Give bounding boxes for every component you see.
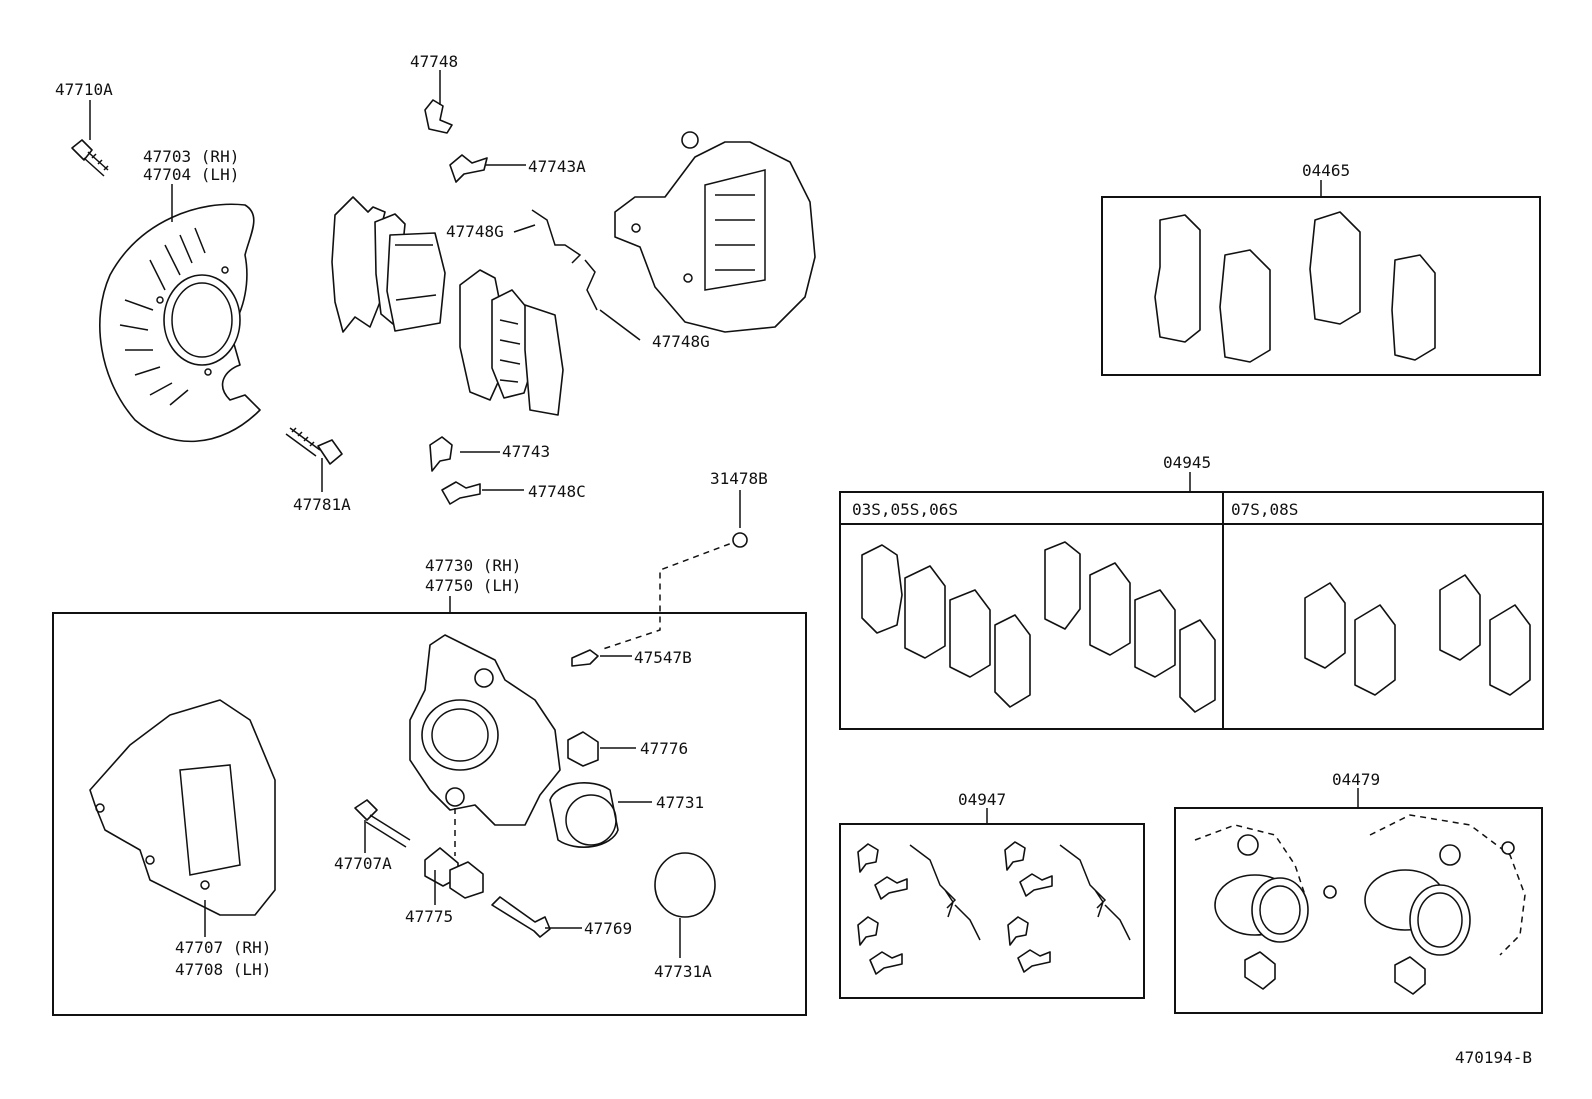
kit-04947-box [839, 823, 1145, 999]
clips-bottom [429, 436, 481, 505]
label-47775: 47775 [405, 907, 453, 926]
diagram-id: 470194-B [1455, 1048, 1532, 1067]
label-47743A: 47743A [528, 157, 586, 176]
caliper-body [409, 634, 561, 826]
bolt-47710A [71, 139, 109, 177]
bushing-47776 [567, 731, 599, 767]
label-47748: 47748 [410, 52, 458, 71]
label-47748C: 47748C [528, 482, 586, 501]
leader-lines [89, 70, 1359, 958]
label-47743: 47743 [502, 442, 550, 461]
brake-pads-center [331, 196, 564, 416]
piston-47731 [549, 782, 619, 848]
label-47707: 47707 (RH) [175, 938, 271, 957]
label-47731A: 47731A [654, 962, 712, 981]
bleeder-dash [599, 539, 741, 651]
bolt-47781A [285, 427, 343, 465]
label-47703: 47703 (RH) [143, 147, 239, 166]
kit-04947-clips [857, 841, 1131, 975]
label-47769: 47769 [584, 919, 632, 938]
kit-04945-box [839, 491, 1544, 730]
bleeder-47547B [571, 649, 599, 667]
label-47547B: 47547B [634, 648, 692, 667]
label-47731: 47731 [656, 793, 704, 812]
kit-04465-pads [1154, 211, 1436, 363]
label-31478B: 31478B [710, 469, 768, 488]
label-kit-04479: 04479 [1332, 770, 1380, 789]
cap-31478B [732, 532, 748, 548]
label-47708: 47708 (LH) [175, 960, 271, 979]
label-47748G-lower: 47748G [652, 332, 710, 351]
boot-47775 [424, 808, 484, 899]
seal-kit-47731A [654, 852, 716, 918]
pin-47769 [491, 896, 551, 938]
clips-top [424, 99, 598, 311]
bolt-47707A [354, 799, 411, 848]
label-47710A: 47710A [55, 80, 113, 99]
label-47781A: 47781A [293, 495, 351, 514]
mounting-plate-47707 [89, 699, 276, 916]
label-47707A: 47707A [334, 854, 392, 873]
caliper-mounting [614, 131, 816, 333]
label-kit-04945: 04945 [1163, 453, 1211, 472]
label-kit-04945-right: 07S,08S [1231, 500, 1298, 519]
label-47748G-upper: 47748G [446, 222, 504, 241]
label-47750: 47750 (LH) [425, 576, 521, 595]
label-47730: 47730 (RH) [425, 556, 521, 575]
caliper-assembly-box [52, 612, 807, 1016]
kit-04479-seals [1194, 814, 1526, 995]
label-kit-04465: 04465 [1302, 161, 1350, 180]
label-47776: 47776 [640, 739, 688, 758]
label-kit-04947: 04947 [958, 790, 1006, 809]
kit-04945-pads [861, 541, 1531, 713]
disc-dust-cover [99, 203, 261, 443]
label-kit-04945-left: 03S,05S,06S [852, 500, 958, 519]
label-47704: 47704 (LH) [143, 165, 239, 184]
